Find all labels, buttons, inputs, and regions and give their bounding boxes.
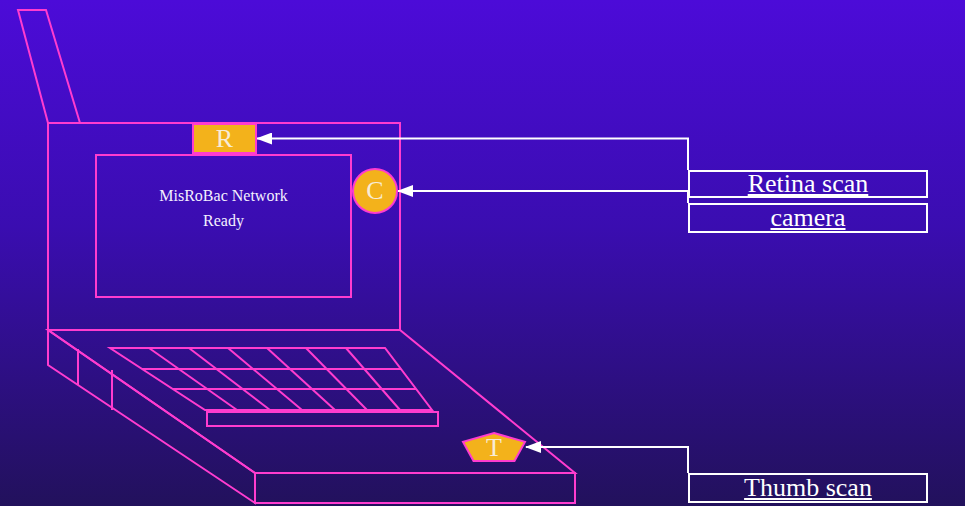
callout-box: Thumb scan	[688, 473, 928, 503]
antenna	[18, 10, 80, 123]
circle-shape	[353, 169, 397, 213]
thumb-scanner: T	[462, 432, 526, 462]
keyboard-column	[189, 348, 270, 410]
keyboard-column	[267, 348, 335, 410]
callout-box: Retina scan	[688, 170, 928, 198]
callout-label: Thumb scan	[690, 475, 926, 501]
laptop-screen: MisRoBac Network Ready	[95, 154, 352, 298]
screen-text: MisRoBac Network Ready	[149, 183, 299, 233]
part-letter: R	[194, 125, 255, 152]
part-letter: C	[352, 168, 398, 214]
keyboard	[110, 348, 432, 410]
keyboard-column	[149, 348, 237, 410]
callout-box: camera	[688, 203, 928, 233]
side-port	[77, 349, 79, 385]
keyboard-column	[228, 348, 302, 410]
callout-label: camera	[690, 205, 926, 231]
callout-arrow	[526, 447, 688, 473]
camera-lens: C	[352, 168, 398, 214]
side-port	[111, 370, 113, 410]
laptop-base-front	[255, 473, 575, 503]
laptop-base-top	[48, 330, 575, 473]
laptop-lid	[48, 123, 400, 330]
retina-scanner: R	[192, 123, 257, 154]
keyboard-column	[346, 348, 400, 410]
part-letter: T	[462, 432, 526, 464]
callout-label: Retina scan	[690, 172, 926, 196]
callout-arrow	[398, 191, 688, 203]
keyboard-column	[306, 348, 367, 410]
laptop-base-side	[48, 330, 255, 503]
space-bar	[207, 412, 438, 426]
